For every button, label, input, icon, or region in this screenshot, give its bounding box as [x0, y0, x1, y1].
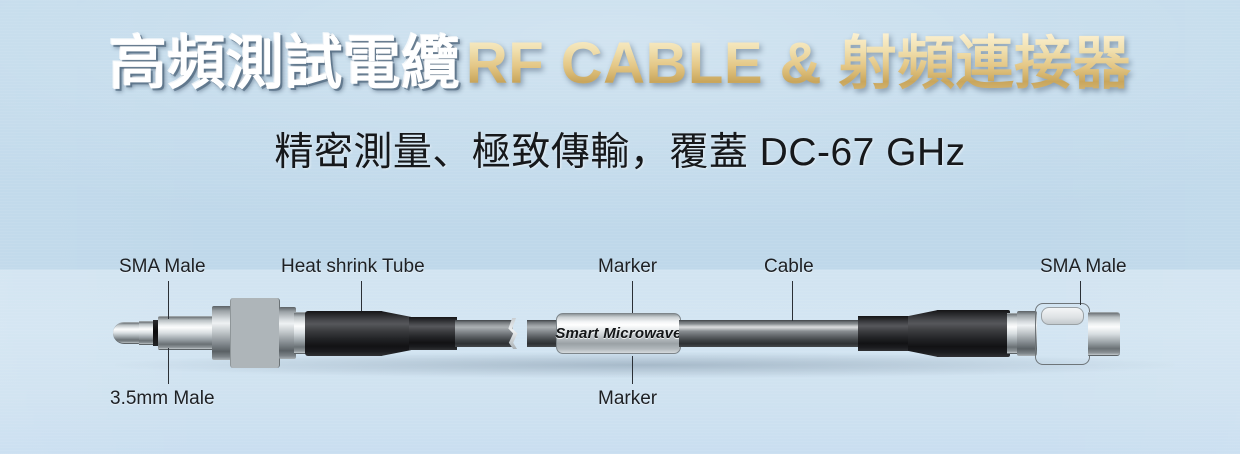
title-gold: RF CABLE & 射頻連接器 — [465, 31, 1132, 96]
cable-body-center — [679, 320, 860, 347]
heat-shrink-taper-left — [381, 311, 411, 356]
callout-label-3-5mm-male: 3.5mm Male — [110, 388, 215, 409]
connector-insulator-band-left — [153, 320, 159, 346]
callout-label-marker-bottom: Marker — [598, 388, 658, 409]
heat-shrink-tube-left-thin — [409, 317, 457, 350]
callout-leader-sma-male-left — [168, 281, 169, 319]
callout-label-sma-male-right: SMA Male — [1040, 256, 1127, 277]
callout-label-heat-shrink-tube: Heat shrink Tube — [281, 256, 425, 277]
heat-shrink-tube-left — [305, 311, 383, 356]
heat-shrink-tube-right-thin — [858, 316, 910, 351]
connector-pin-shank-left — [139, 321, 155, 345]
marker-print-text: Smart Microwave — [555, 325, 682, 342]
callout-leader-heat-shrink-tube — [361, 281, 362, 311]
connector-collar-right — [1017, 311, 1037, 356]
callout-label-sma-male-left: SMA Male — [119, 256, 206, 277]
connector-rear-collar-left — [279, 307, 296, 359]
connector-pin-tip-left — [113, 322, 141, 344]
cable-body-left — [455, 320, 513, 347]
marker-sleeve: Smart Microwave — [555, 313, 682, 354]
callout-label-marker-top: Marker — [598, 256, 658, 277]
heat-shrink-tube-right — [936, 310, 1010, 357]
connector-hex-nut-facet-right — [1041, 307, 1084, 325]
callout-leader-3-5mm-male — [168, 348, 169, 384]
connector-ferrule-right — [1007, 313, 1019, 354]
callout-leader-cable — [792, 281, 793, 321]
connector-collar-left — [212, 306, 232, 360]
callout-leader-sma-male-right — [1080, 281, 1081, 305]
callout-leader-marker-bottom — [632, 356, 633, 384]
page-subtitle: 精密測量、極致傳輸，覆蓋 DC-67 GHz — [274, 131, 966, 174]
connector-body-barrel-left — [158, 316, 214, 350]
connector-end-barrel-right — [1088, 312, 1120, 356]
title-chinese-lead: 高頻測試電纜 — [108, 31, 460, 96]
heat-shrink-taper-right — [908, 310, 938, 357]
cable-body-left-2 — [527, 320, 559, 347]
connector-ferrule-left — [294, 312, 307, 354]
callout-label-cable: Cable — [764, 256, 814, 277]
connector-knurled-nut-left — [230, 298, 280, 368]
callout-leader-marker-top — [632, 281, 633, 313]
